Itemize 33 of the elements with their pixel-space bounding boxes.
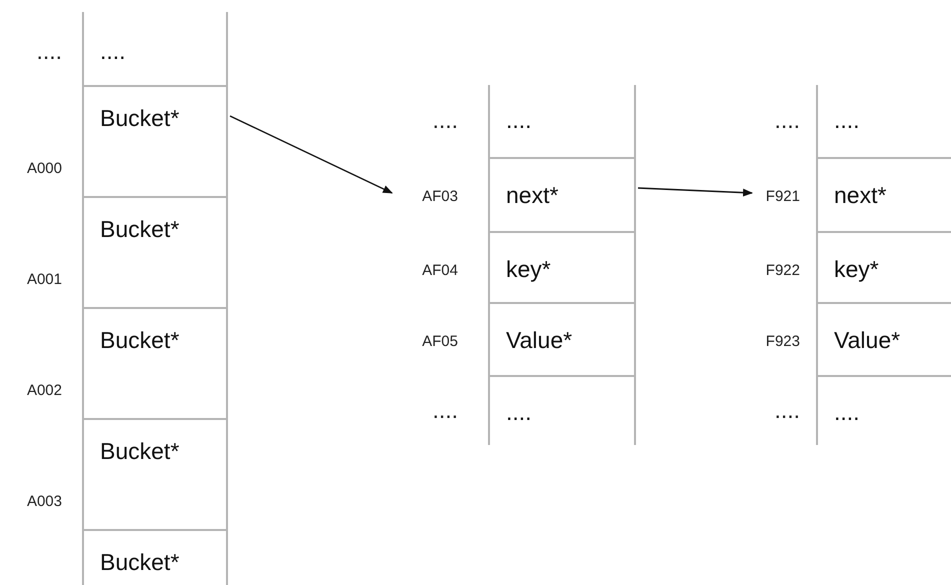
ellipsis: .... [432, 107, 458, 133]
pointer-arrow [230, 115, 393, 194]
memory-cell: .... [82, 12, 228, 85]
memory-cell: key* [488, 231, 636, 302]
memory-cell: next* [488, 157, 636, 231]
address-label: A002 [26, 382, 62, 400]
memory-cell: Bucket* [82, 529, 228, 585]
address-label: F922 [766, 262, 800, 280]
ellipsis: .... [36, 38, 62, 64]
address-label: F923 [766, 333, 800, 351]
memory-cell: Value* [488, 302, 636, 375]
memory-cell: Bucket* [82, 418, 228, 529]
address-label: F921 [766, 188, 800, 206]
memory-cell: .... [488, 85, 636, 157]
address-label: A000 [26, 160, 62, 178]
memory-cell: .... [488, 375, 636, 445]
memory-cell: .... [816, 375, 951, 445]
address-label: AF05 [422, 333, 458, 351]
memory-cell: Value* [816, 302, 951, 375]
address-label: AF04 [422, 262, 458, 280]
memory-cell: next* [816, 157, 951, 231]
memory-cell: Bucket* [82, 196, 228, 307]
address-label: A003 [26, 493, 62, 511]
address-label: A001 [26, 271, 62, 289]
memory-cell: .... [816, 85, 951, 157]
memory-cell: Bucket* [82, 307, 228, 418]
ellipsis: .... [774, 107, 800, 133]
memory-cell: Bucket* [82, 85, 228, 196]
pointer-arrow [638, 187, 753, 197]
ellipsis: .... [432, 397, 458, 423]
ellipsis: .... [774, 397, 800, 423]
address-label: AF03 [422, 188, 458, 206]
memory-cell: key* [816, 231, 951, 302]
